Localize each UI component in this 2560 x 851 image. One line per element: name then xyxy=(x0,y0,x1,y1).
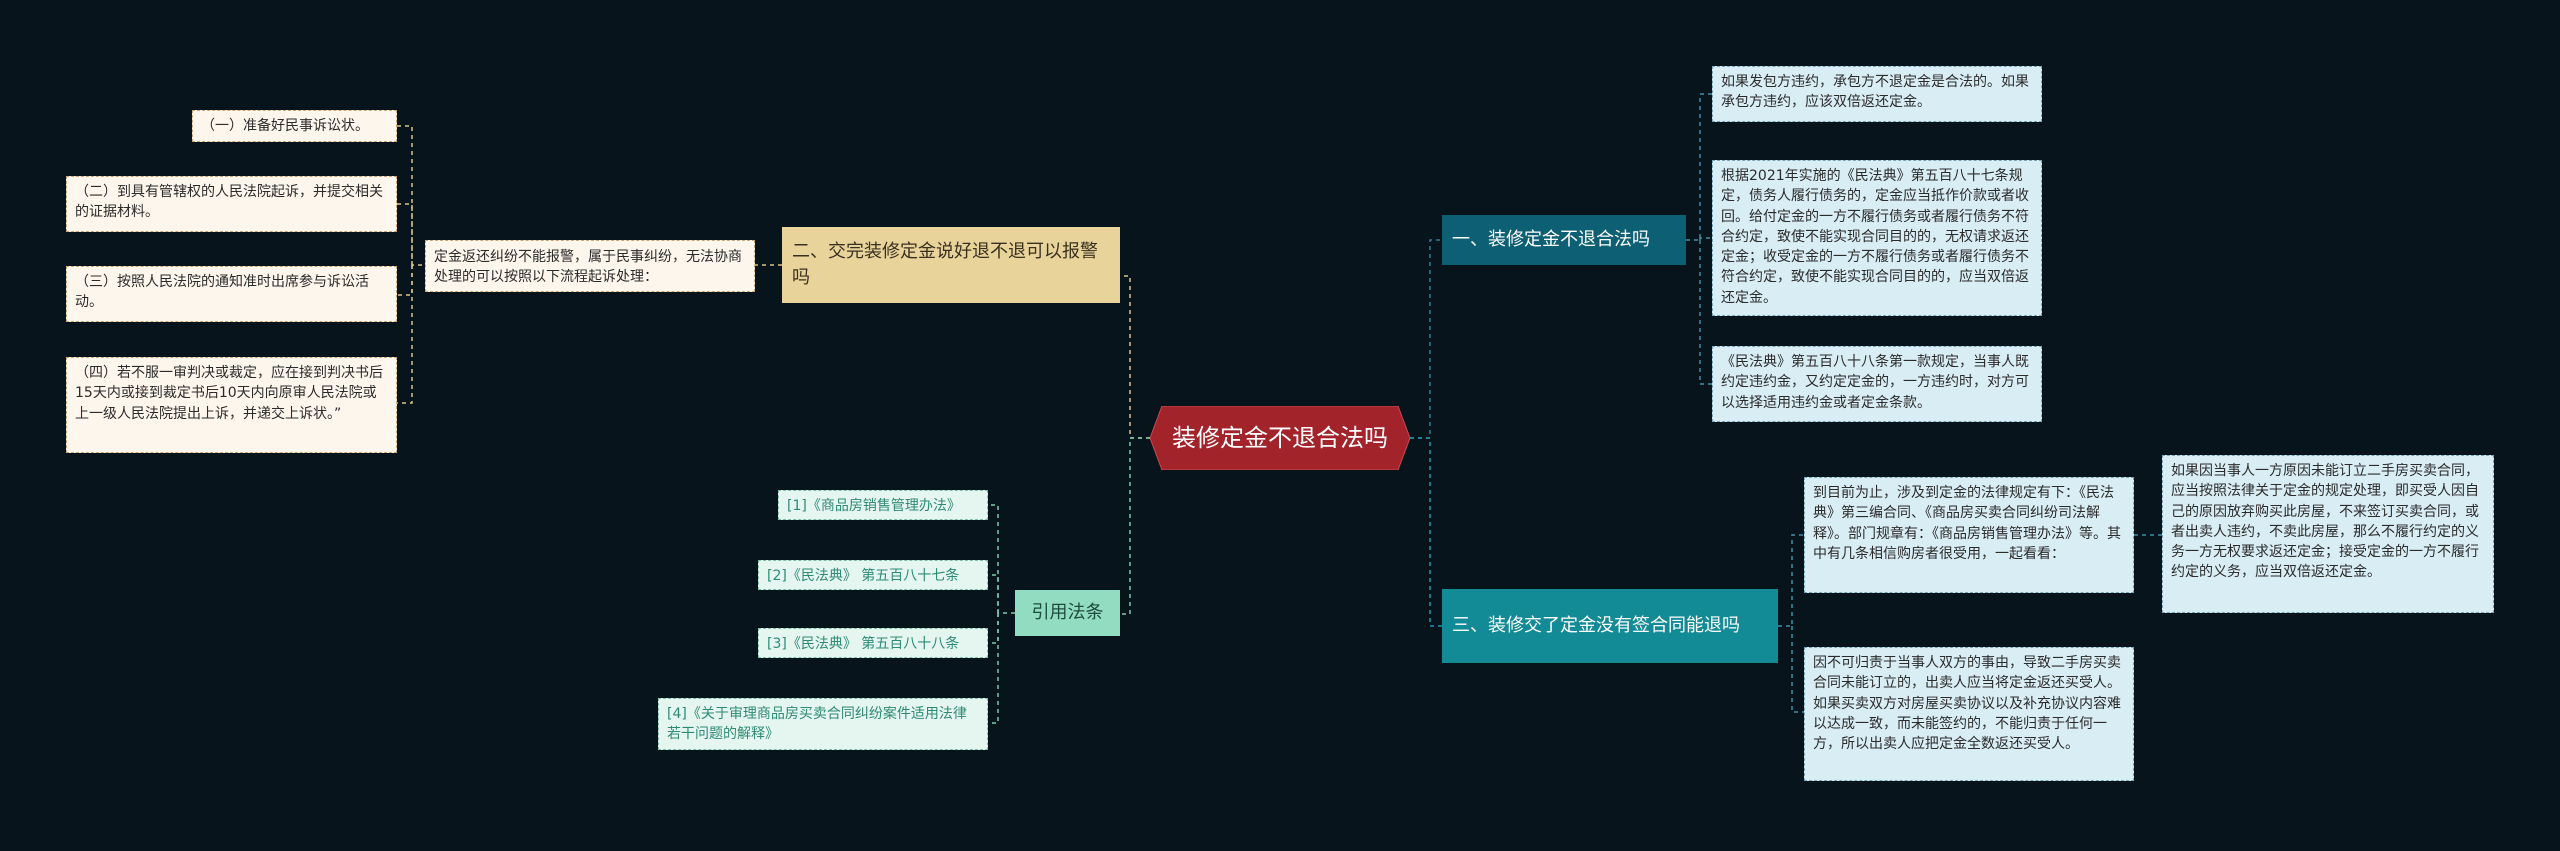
root-shape xyxy=(1150,406,1410,470)
root-title: 装修定金不退合法吗 xyxy=(1172,423,1388,452)
link-root-b3 xyxy=(1410,437,1442,627)
leaf-b4-3[interactable]: [3]《民法典》 第五百八十八条 xyxy=(758,628,988,658)
branch-node-no-contract[interactable]: 三、装修交了定金没有签合同能退吗 xyxy=(1442,589,1778,663)
leaf-b4-4[interactable]: [4]《关于审理商品房买卖合同纠纷案件适用法律若干问题的解释》 xyxy=(658,698,988,750)
leaf-b4-1[interactable]: [1]《商品房销售管理办法》 xyxy=(778,490,988,520)
leaf-b1-1: 如果发包方违约，承包方不退定金是合法的。如果承包方违约，应该双倍返还定金。 xyxy=(1712,66,2042,122)
branch-node-legality[interactable]: 一、装修定金不退合法吗 xyxy=(1442,215,1686,265)
branch-label: 一、装修定金不退合法吗 xyxy=(1452,228,1650,250)
mid-node-lawsuit-process: 定金返还纠纷不能报警，属于民事纠纷，无法协商处理的可以按照以下流程起诉处理： xyxy=(425,240,755,292)
leaf-b2-4: （四）若不服一审判决或裁定，应在接到判决书后15天内或接到裁定书后10天内向原审… xyxy=(66,357,397,453)
branch-label: 三、装修交了定金没有签合同能退吗 xyxy=(1452,614,1740,636)
link-root-b1 xyxy=(1410,239,1442,439)
leaf-b3-1: 到目前为止，涉及到定金的法律规定有下：《民法典》第三编合同、《商品房买卖合同纠纷… xyxy=(1804,477,2134,593)
root-node[interactable]: 装修定金不退合法吗 xyxy=(1150,406,1410,470)
leaf-b4-2[interactable]: [2]《民法典》 第五百八十七条 xyxy=(758,560,988,590)
leaf-b2-1: （一）准备好民事诉讼状。 xyxy=(192,110,397,142)
leaf-b2-2: （二）到具有管辖权的人民法院起诉，并提交相关的证据材料。 xyxy=(66,176,397,232)
leaf-b2-3: （三）按照人民法院的通知准时出席参与诉讼活动。 xyxy=(66,266,397,322)
leaf-b3-sub: 如果因当事人一方原因未能订立二手房买卖合同，应当按照法律关于定金的规定处理，即买… xyxy=(2162,455,2494,613)
leaf-b1-2: 根据2021年实施的《民法典》第五百八十七条规定，债务人履行债务的，定金应当抵作… xyxy=(1712,160,2042,316)
branch-node-police[interactable]: 二、交完装修定金说好退不退可以报警吗 xyxy=(782,227,1120,303)
link-root-b2 xyxy=(1120,275,1150,439)
branch-label: 二、交完装修定金说好退不退可以报警吗 xyxy=(792,240,1098,288)
leaf-b3-2: 因不可归责于当事人双方的事由，导致二手房买卖合同未能订立的，出卖人应当将定金返还… xyxy=(1804,647,2134,781)
link-root-b4 xyxy=(1120,437,1150,615)
branch-label: 引用法条 xyxy=(1031,601,1104,623)
leaf-b1-3: 《民法典》第五百八十八条第一款规定，当事人既约定违约金，又约定定金的，一方违约时… xyxy=(1712,346,2042,422)
branch-node-citations[interactable]: 引用法条 xyxy=(1015,590,1120,636)
